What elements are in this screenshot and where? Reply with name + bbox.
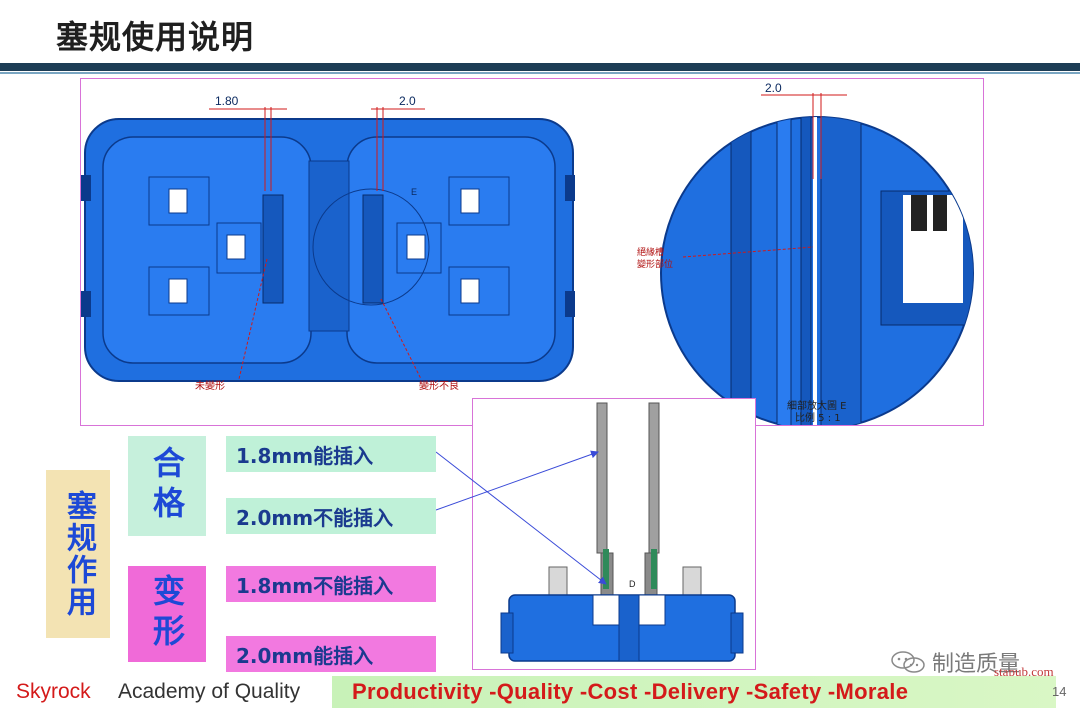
connector-drawing: E 1.80 2.0 未變形 變形不良 xyxy=(81,81,974,425)
callout-ok: 未變形 xyxy=(195,379,225,392)
callout-gap-leader xyxy=(682,246,814,258)
callout-gap-2: 變形部位 xyxy=(637,258,673,270)
gauge-mark-right xyxy=(651,549,657,589)
left-terminal-1 xyxy=(168,188,188,214)
connector-drawing-frame: E 1.80 2.0 未變形 變形不良 xyxy=(80,78,984,426)
left-slot xyxy=(262,194,284,304)
section-center-rib xyxy=(618,594,640,662)
rule-deform-2: 2.0mm能插入 xyxy=(226,636,436,672)
detail-terminal-dark-2 xyxy=(933,195,947,231)
right-notch-top xyxy=(565,175,575,201)
gauge-usage-label: 塞规作用 xyxy=(46,470,110,638)
detail-caption-1: 細部放大圖 E xyxy=(787,399,847,412)
page-title: 塞规使用说明 xyxy=(56,18,255,56)
callout-gap: 絕緣槽 xyxy=(637,246,664,258)
section-view: D xyxy=(500,402,744,662)
rule-pass-2: 2.0mm不能插入 xyxy=(226,498,436,534)
wechat-icon xyxy=(891,651,925,673)
title-underline-thin xyxy=(0,72,1080,74)
right-terminal-frame-2 xyxy=(448,266,510,316)
section-flange-left xyxy=(500,612,514,654)
section-terminal-1 xyxy=(548,566,568,596)
footer-slogan: Productivity -Quality -Cost -Delivery -S… xyxy=(332,676,1056,708)
gauge-mark-left xyxy=(603,549,609,589)
watermark-site: stapub.com xyxy=(994,664,1054,679)
right-terminal-1 xyxy=(460,188,480,214)
detail-slot-edge xyxy=(800,117,812,425)
left-notch-bottom xyxy=(81,291,91,317)
gauge-pin-left-upper xyxy=(596,402,608,554)
page-number: 14 xyxy=(1052,684,1067,699)
rule-pass-1: 1.8mm能插入 xyxy=(226,436,436,472)
category-deform: 变形 xyxy=(128,566,206,662)
left-terminal-frame-1 xyxy=(148,176,210,226)
right-slot xyxy=(362,194,384,304)
right-terminal-frame-3 xyxy=(396,222,442,274)
right-terminal-3 xyxy=(406,234,426,260)
gauge-pin-right-upper xyxy=(648,402,660,554)
section-view-frame: D xyxy=(472,398,756,670)
left-terminal-frame-2 xyxy=(148,266,210,316)
category-pass: 合格 xyxy=(128,436,206,536)
left-notch-top xyxy=(81,175,91,201)
watermark-text: 制造质量 xyxy=(932,652,1021,677)
right-terminal-2 xyxy=(460,278,480,304)
rule-deform-1: 1.8mm不能插入 xyxy=(226,566,436,602)
section-label-d: D xyxy=(629,579,636,589)
section-terminal-2 xyxy=(682,566,702,596)
section-slot-right xyxy=(638,594,666,626)
detail-dim-value: 2.0 xyxy=(765,81,782,95)
detail-terminal-dark-1 xyxy=(911,195,927,231)
center-bridge xyxy=(308,160,350,332)
dim-left-value: 1.80 xyxy=(215,94,239,108)
title-underline xyxy=(0,63,1080,71)
callout-ok-leader xyxy=(238,258,268,380)
detail-wall-2 xyxy=(776,118,792,425)
section-slot-left xyxy=(592,594,620,626)
callout-bad: 變形不良 xyxy=(419,379,459,392)
left-terminal-frame-3 xyxy=(216,222,262,274)
right-notch-bottom xyxy=(565,291,575,317)
detail-wall-1 xyxy=(730,118,752,425)
right-terminal-frame-1 xyxy=(448,176,510,226)
detail-caption-2: 比例 5 : 1 xyxy=(795,411,841,424)
watermark: 制造质量 xyxy=(890,646,1020,678)
detail-wall-3 xyxy=(820,117,862,425)
detail-label-e: E xyxy=(411,187,417,197)
detail-region-circle xyxy=(312,188,430,306)
footer-academy: Academy of Quality xyxy=(118,680,301,703)
detail-gap xyxy=(813,117,817,425)
left-terminal-3 xyxy=(226,234,246,260)
dim-mid-value: 2.0 xyxy=(399,94,416,108)
section-flange-right xyxy=(730,612,744,654)
footer-brand: Skyrock xyxy=(16,680,91,703)
left-terminal-2 xyxy=(168,278,188,304)
detail-content xyxy=(730,117,973,425)
